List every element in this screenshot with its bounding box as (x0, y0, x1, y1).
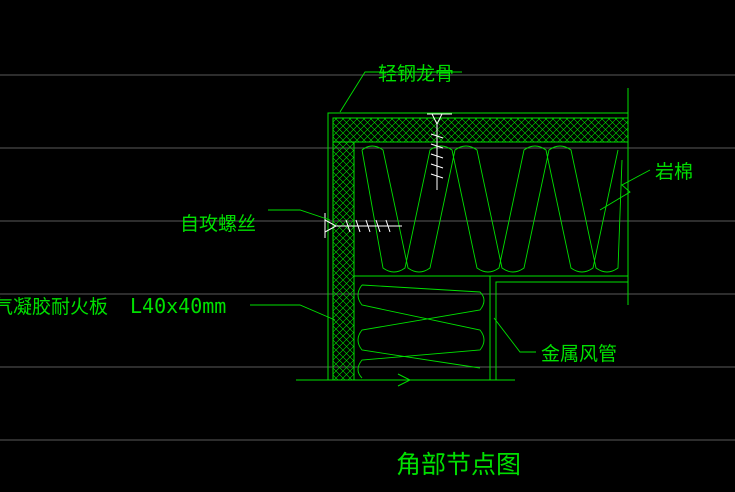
fireproof-board-top (332, 117, 629, 143)
leader-lines (250, 71, 651, 353)
screw-horizontal (324, 213, 402, 238)
label-rock-wool: 岩棉 (655, 161, 693, 183)
guide-lines (0, 74, 735, 441)
baseline-arrow (397, 373, 412, 387)
rock-wool-top-hatch (361, 145, 623, 273)
label-angle-spec: L40x40mm (130, 294, 226, 318)
label-light-steel-keel: 轻钢龙骨 (378, 63, 454, 85)
drawing-title: 角部节点图 (396, 450, 521, 479)
screw-vertical (427, 113, 452, 190)
label-fireproof-board: 气凝胶耐火板 (0, 296, 108, 318)
rock-wool-top-hatch-2 (361, 145, 619, 273)
label-metal-duct: 金属风管 (541, 343, 617, 365)
fireproof-board-side (332, 141, 355, 381)
metal-duct-wall (489, 88, 629, 380)
label-self-tapping-screw: 自攻螺丝 (180, 213, 256, 235)
rock-wool-side-hatch (357, 284, 485, 379)
